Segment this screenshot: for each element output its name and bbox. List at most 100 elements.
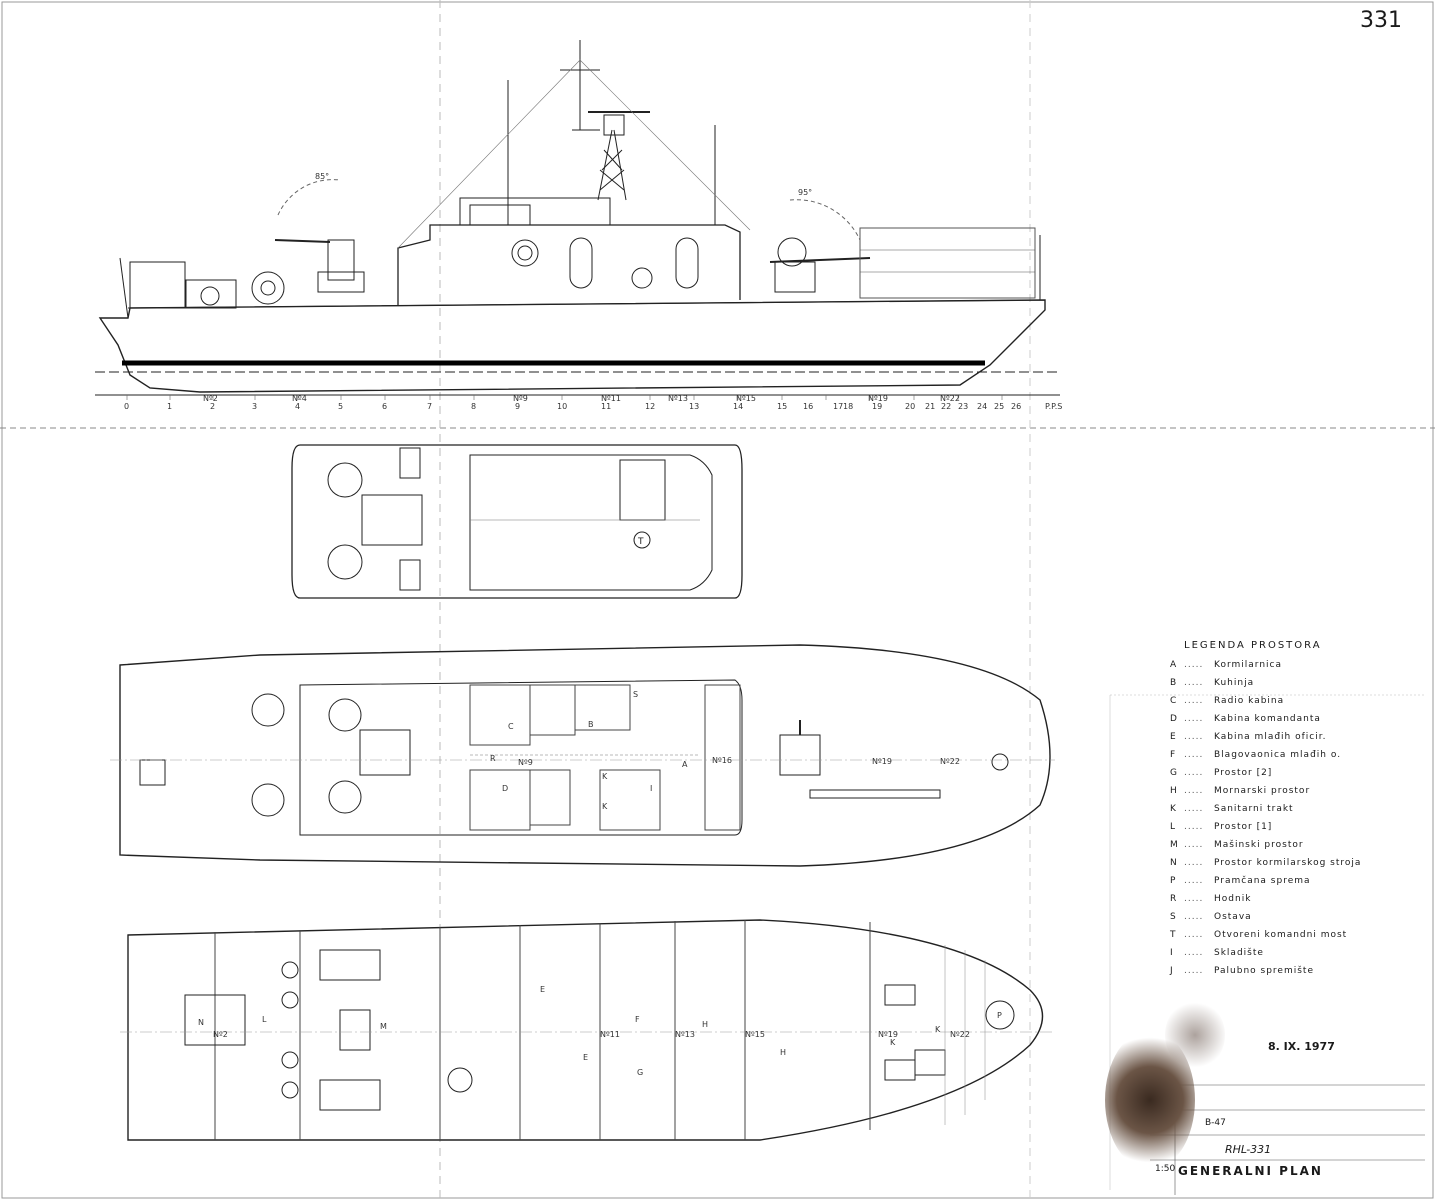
legend-item: M.....Mašinski prostor bbox=[1170, 840, 1304, 850]
room-label: Nº2 bbox=[213, 1030, 228, 1039]
drawing-title: GENERALNI PLAN bbox=[1178, 1164, 1323, 1178]
frame-label: 11 bbox=[601, 402, 612, 411]
room-label: N bbox=[198, 1018, 204, 1027]
room-label: L bbox=[262, 1015, 267, 1024]
room-label: H bbox=[780, 1048, 787, 1057]
approval-date: 8. IX. 1977 bbox=[1268, 1040, 1335, 1053]
legend-item: R.....Hodnik bbox=[1170, 894, 1252, 904]
room-label: G bbox=[637, 1068, 644, 1077]
porthole-1 bbox=[511, 239, 539, 267]
stern-winch-reel-inner bbox=[260, 280, 276, 296]
frame-label: 19 bbox=[872, 402, 883, 411]
frame-label: 5 bbox=[338, 402, 344, 411]
stern-winch-reel bbox=[251, 271, 285, 305]
room-label: D bbox=[502, 784, 509, 793]
room-label: E bbox=[540, 985, 546, 994]
engine-stbd bbox=[319, 1079, 381, 1111]
stay-wire-1 bbox=[397, 59, 581, 249]
legend-item: T.....Otvoreni komandni most bbox=[1170, 930, 1348, 940]
anchor-windlass bbox=[991, 753, 1009, 771]
porthole-1-inner bbox=[517, 245, 533, 261]
door-2 bbox=[675, 237, 699, 289]
room-label: Nº22 bbox=[950, 1030, 970, 1039]
forward-guardrail bbox=[859, 227, 1036, 299]
chart-table bbox=[619, 459, 666, 521]
door-1 bbox=[569, 237, 593, 289]
main-deckhouse-plan bbox=[299, 679, 743, 836]
frame-label: 6 bbox=[382, 402, 388, 411]
bridge-deck-outline bbox=[291, 444, 743, 599]
stern-locker bbox=[129, 261, 186, 309]
legend-item: J.....Palubno spremište bbox=[1170, 966, 1314, 976]
legend-item: G.....Prostor [2] bbox=[1170, 768, 1273, 778]
lower-deck-outline bbox=[127, 919, 1044, 1141]
frame-label: 26 bbox=[1011, 402, 1022, 411]
steering-gear bbox=[184, 994, 246, 1046]
frame-label: P.P.S bbox=[1045, 402, 1063, 411]
deck-line bbox=[127, 299, 1046, 309]
lattice-mast bbox=[560, 40, 650, 201]
chain-locker bbox=[985, 1000, 1015, 1030]
room-label: K bbox=[602, 772, 608, 781]
gun-tub-stbd bbox=[327, 544, 363, 580]
room-label: A bbox=[682, 760, 688, 769]
bridge-rail bbox=[459, 197, 611, 226]
profile-view bbox=[95, 40, 1060, 400]
bridge-rack-1 bbox=[399, 447, 421, 479]
legend-title: LEGENDA PROSTORA bbox=[1184, 640, 1322, 651]
frame-marker: Nº22 bbox=[940, 394, 960, 403]
legend-item: C.....Radio kabina bbox=[1170, 696, 1285, 706]
room-label: Nº13 bbox=[675, 1030, 695, 1039]
lower-deck-plan bbox=[120, 919, 1055, 1141]
frame-label: 20 bbox=[905, 402, 916, 411]
main-deckhouse bbox=[397, 224, 741, 305]
sheet-number: 331 bbox=[1360, 8, 1402, 33]
frame-label: 23 bbox=[958, 402, 969, 411]
aft-gun-mount bbox=[274, 179, 365, 293]
frame-label: 18 bbox=[843, 402, 854, 411]
room-label: K bbox=[602, 802, 608, 811]
bridge-rack-2 bbox=[399, 559, 421, 591]
frame-marker: Nº4 bbox=[292, 394, 307, 403]
drawing-number: RHL-331 bbox=[1225, 1143, 1272, 1156]
frame-label: 8 bbox=[471, 402, 477, 411]
legend-item: D.....Kabina komandanta bbox=[1170, 714, 1321, 724]
room-label: Nº15 bbox=[745, 1030, 765, 1039]
room-label: K bbox=[890, 1038, 896, 1047]
frame-label: 13 bbox=[689, 402, 700, 411]
engine-center bbox=[339, 1009, 371, 1051]
frame-label: 15 bbox=[777, 402, 788, 411]
frame-ticks bbox=[126, 395, 1003, 400]
legend-item: S.....Ostava bbox=[1170, 912, 1252, 922]
fwd-gun-mount bbox=[769, 199, 871, 293]
legend-item: A.....Kormilarnica bbox=[1170, 660, 1282, 670]
room-label: M bbox=[380, 1022, 387, 1031]
frame-label: 3 bbox=[252, 402, 258, 411]
frame-label: 16 bbox=[803, 402, 814, 411]
room-label: R bbox=[490, 754, 496, 763]
foredeck-gun-plan bbox=[779, 720, 941, 799]
engine-hatch-bridge bbox=[361, 494, 423, 546]
frame-label: 10 bbox=[557, 402, 568, 411]
main-deck-plan bbox=[110, 644, 1055, 867]
legend-item: F.....Blagovaonica mlađih o. bbox=[1170, 750, 1342, 760]
stern-capstan bbox=[200, 286, 220, 306]
frame-marker: Nº13 bbox=[668, 394, 688, 403]
frame-label: 22 bbox=[941, 402, 952, 411]
angle-label-fwd: 95° bbox=[798, 188, 813, 197]
room-label: P bbox=[997, 1011, 1002, 1020]
forepeak-hatching bbox=[944, 945, 986, 1125]
room-label: Nº22 bbox=[940, 757, 960, 766]
flagstaff-stern bbox=[119, 257, 129, 319]
legend-item: B.....Kuhinja bbox=[1170, 678, 1255, 688]
room-label: F bbox=[635, 1015, 640, 1024]
angle-label-aft: 85° bbox=[315, 172, 330, 181]
room-label: E bbox=[583, 1053, 589, 1062]
bridge-cab bbox=[469, 204, 531, 226]
room-label: Nº19 bbox=[878, 1030, 898, 1039]
legend-item: N.....Prostor kormilarskog stroja bbox=[1170, 858, 1362, 868]
frame-marker: Nº19 bbox=[868, 394, 888, 403]
